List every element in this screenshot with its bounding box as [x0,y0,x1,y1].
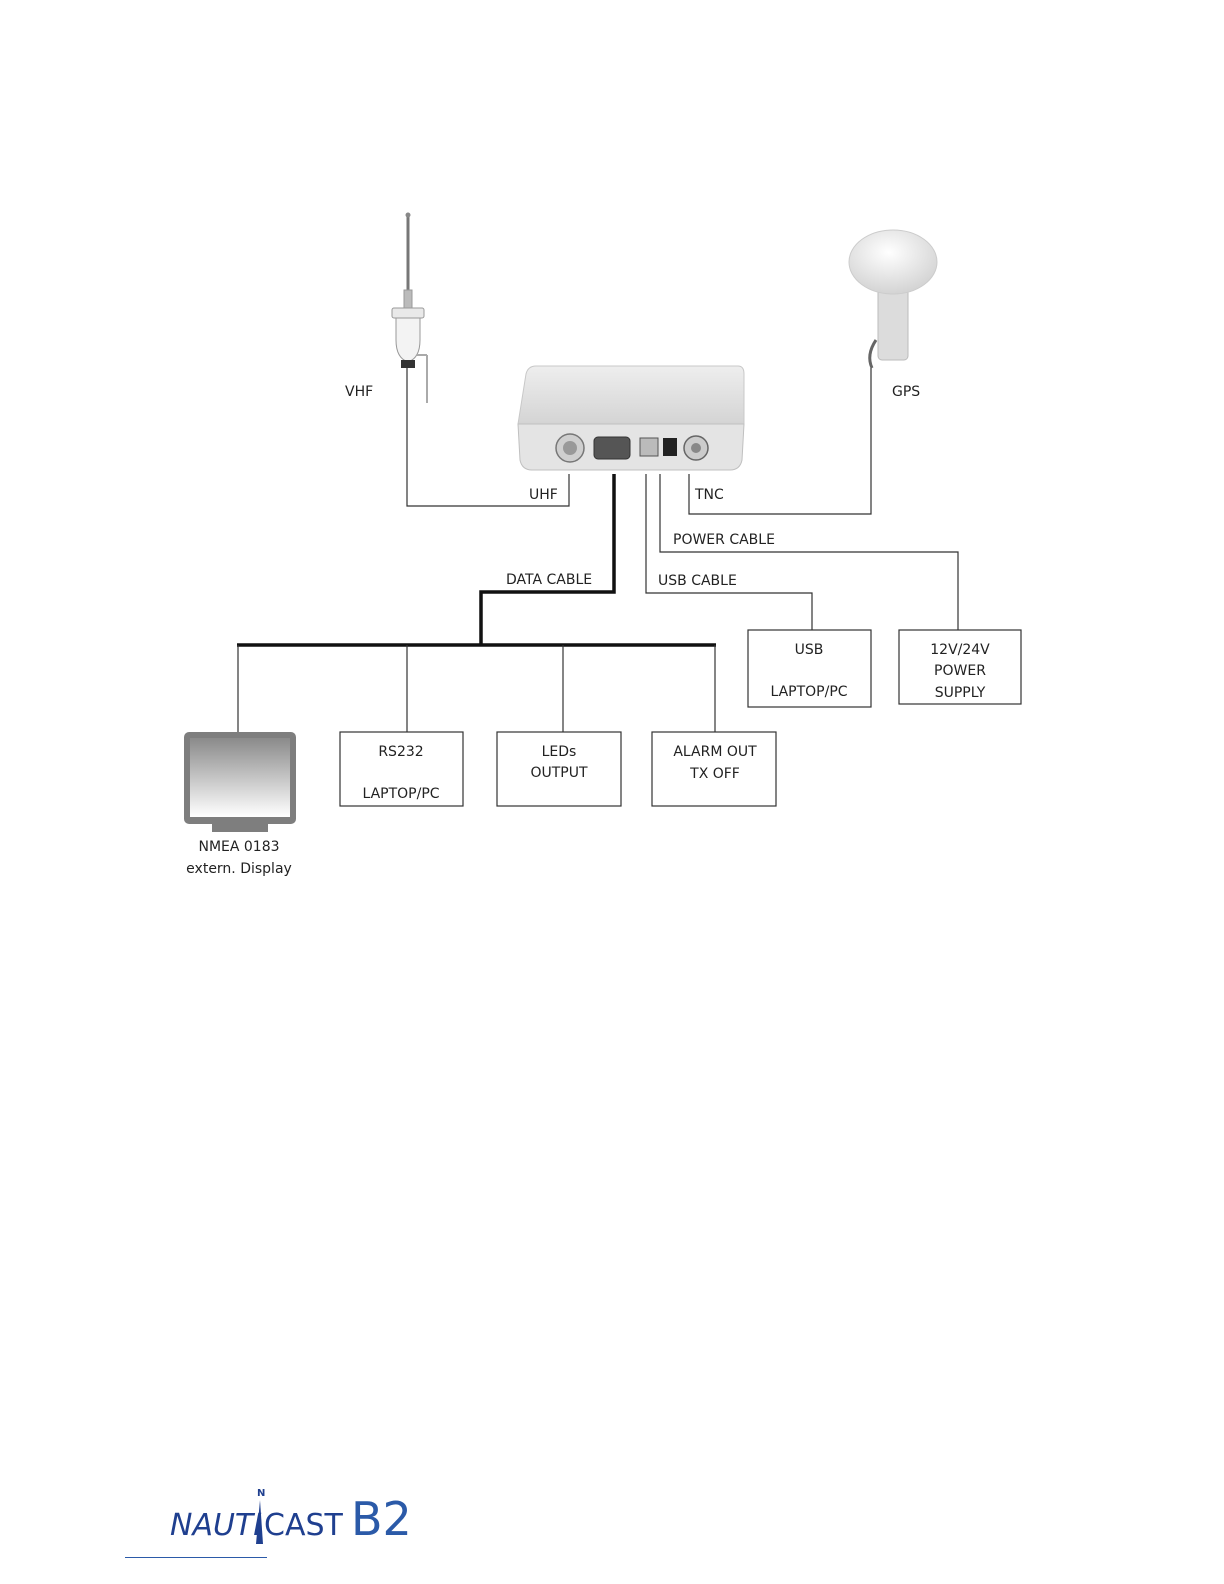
svg-text:LEDs: LEDs [542,744,577,760]
data-cable-label: DATA CABLE [506,572,592,588]
uhf-label: UHF [529,487,558,503]
logo-cast-text: CAST [264,1508,343,1543]
nauticast-b2-logo: N NAUTI CAST B2 [168,1490,468,1560]
svg-text:OUTPUT: OUTPUT [530,765,588,781]
data-cable [237,474,716,645]
svg-text:USB: USB [795,642,824,658]
footer-rule [125,1557,267,1558]
rs232-laptop-box: RS232 LAPTOP/PC [340,732,463,806]
external-display-icon [184,732,296,832]
ais-transponder-icon [518,366,744,470]
display-label-line2: extern. Display [186,861,292,877]
power-supply-box: 12V/24V POWER SUPPLY [899,630,1021,704]
svg-text:12V/24V: 12V/24V [930,642,990,658]
vhf-antenna-icon [392,213,427,404]
display-label-line1: NMEA 0183 [198,839,279,855]
svg-text:RS232: RS232 [378,744,423,760]
gps-antenna-icon [849,230,937,368]
power-cable-label: POWER CABLE [673,532,775,548]
tnc-label: TNC [694,487,724,503]
gps-label: GPS [892,384,920,400]
svg-text:LAPTOP/PC: LAPTOP/PC [362,786,439,802]
svg-text:LAPTOP/PC: LAPTOP/PC [770,684,847,700]
logo-b2-text: B2 [351,1492,412,1546]
vhf-label: VHF [345,384,373,400]
svg-text:ALARM OUT: ALARM OUT [673,744,757,760]
leds-output-box: LEDs OUTPUT [497,732,621,806]
usb-laptop-box: USB LAPTOP/PC [748,630,871,707]
usb-cable-label: USB CABLE [658,573,737,589]
logo-nauti-text: NAUTI [170,1508,262,1543]
alarm-out-box: ALARM OUT TX OFF [652,732,776,806]
logo-n-mark: N [257,1488,265,1499]
svg-text:TX OFF: TX OFF [689,766,740,782]
svg-text:POWER: POWER [934,663,986,679]
svg-text:SUPPLY: SUPPLY [935,685,986,701]
